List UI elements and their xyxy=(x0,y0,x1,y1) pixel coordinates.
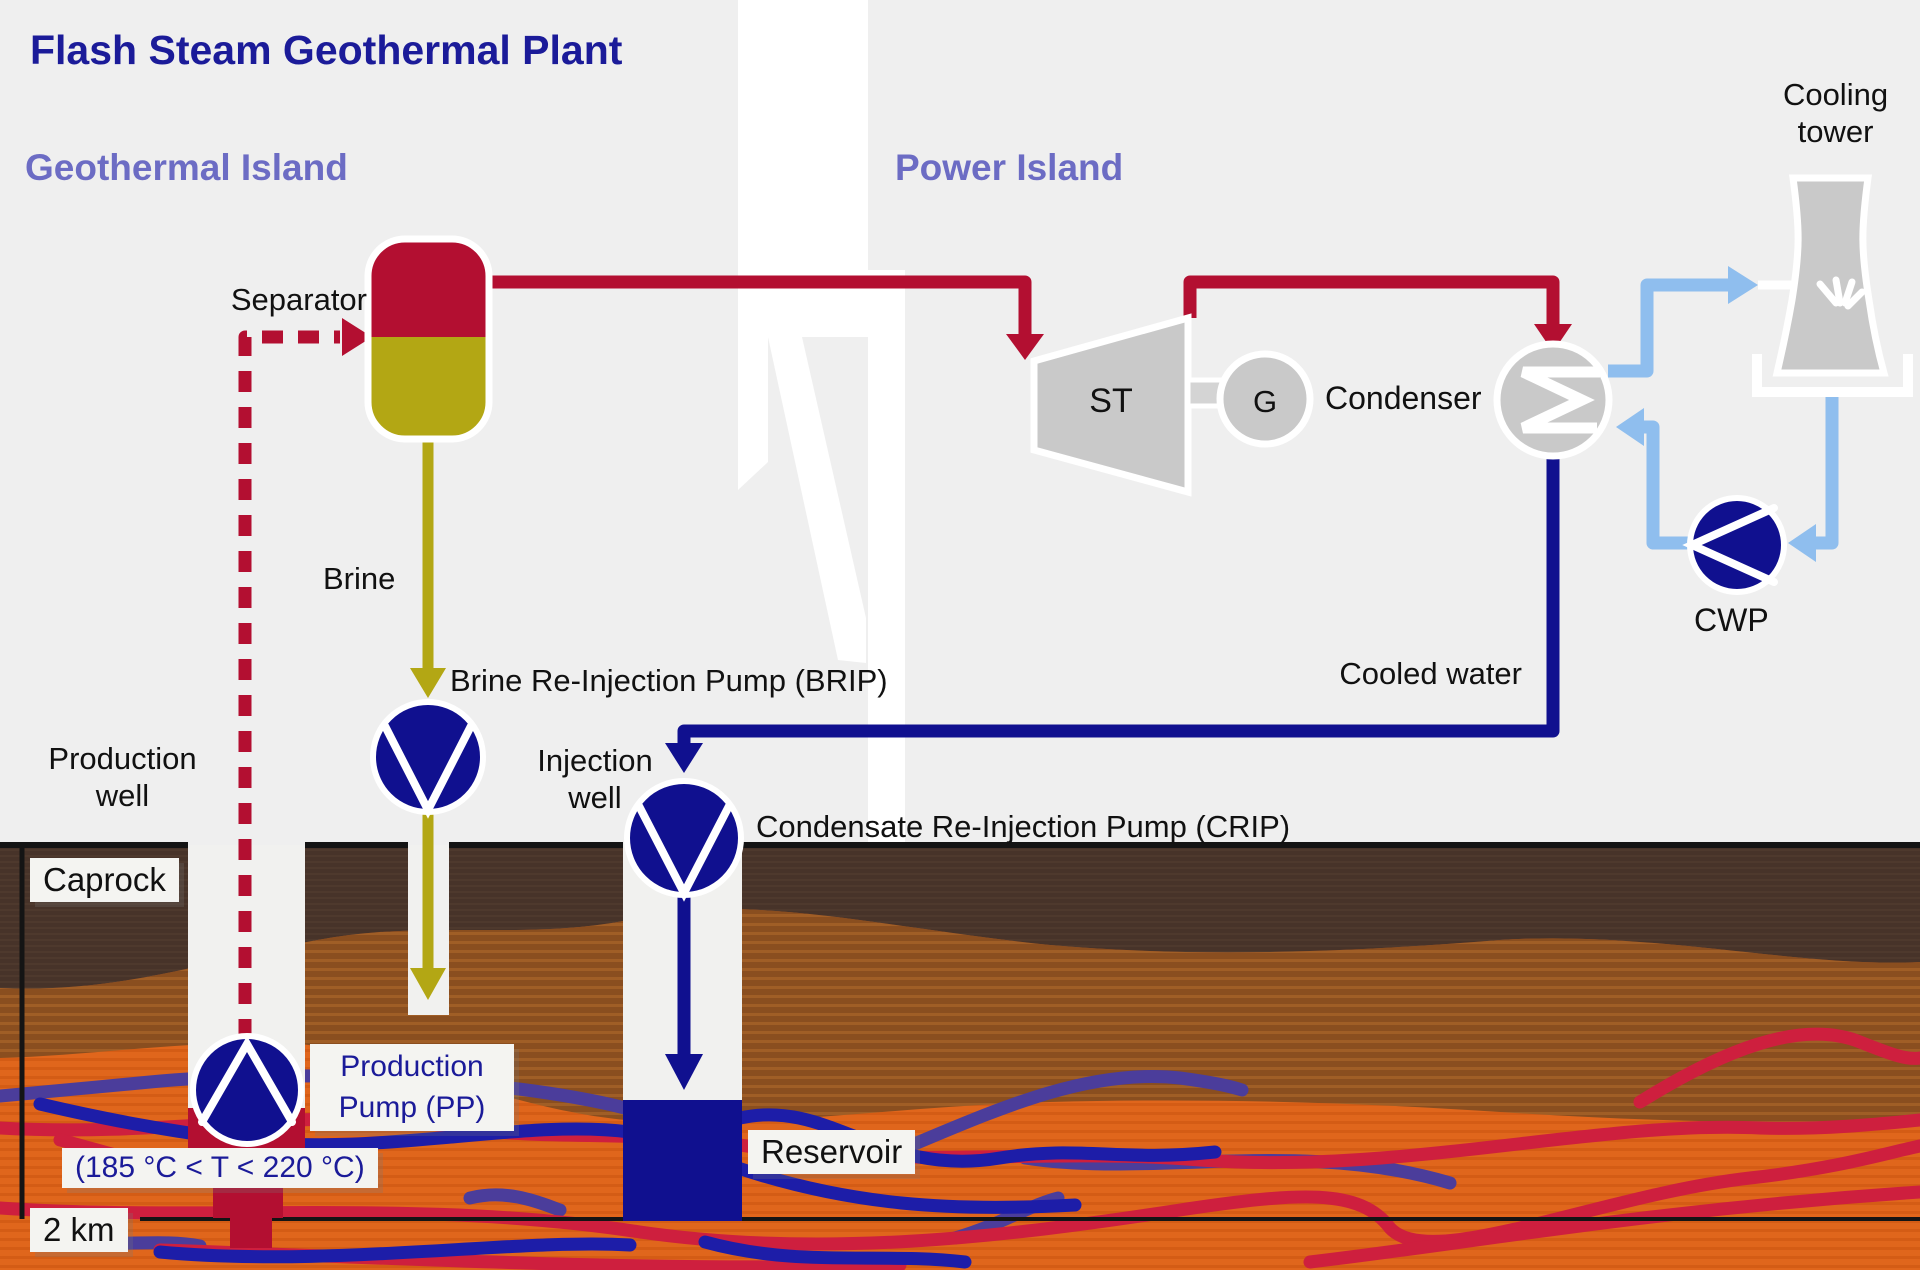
caprock-tag: Caprock xyxy=(30,858,179,902)
separator-label: Separator xyxy=(230,282,367,317)
two-phase-flow-dashed-pipe xyxy=(238,318,372,1040)
brine-reinjection-pump xyxy=(370,699,486,819)
injection-well-label: Injection well xyxy=(537,743,653,816)
reservoir-fractures xyxy=(0,1027,1920,1270)
power-island-heading: Power Island xyxy=(895,147,1124,188)
page-title: Flash Steam Geothermal Plant xyxy=(30,27,623,73)
divider-watermark xyxy=(738,0,905,845)
subsurface-layers xyxy=(0,845,1920,1270)
condenser-label: Condenser xyxy=(1325,380,1482,416)
condensate-reinjection-pump xyxy=(624,778,744,902)
separator-vessel xyxy=(364,235,493,443)
tower-basin xyxy=(1752,354,1913,397)
condenser xyxy=(1493,340,1613,460)
reservoir-block xyxy=(623,1100,742,1221)
cooling-tower-label: Cooling tower xyxy=(1782,77,1889,150)
geothermal-island-heading: Geothermal Island xyxy=(25,147,348,188)
cooled-water-label: Cooled water xyxy=(1339,656,1522,691)
injection-well-shaft xyxy=(623,845,742,1221)
caprock-layer xyxy=(0,845,1920,989)
brine-reinjection-pump-label: Brine Re-Injection Pump (BRIP) xyxy=(450,663,888,698)
depth-scale xyxy=(19,845,1920,1221)
cooling-water-pump-label: CWP xyxy=(1694,602,1769,638)
brine-label: Brine xyxy=(323,561,396,596)
generator xyxy=(1216,350,1314,448)
brine-pipe xyxy=(410,437,446,1000)
depth-scale-tag: 2 km xyxy=(30,1208,128,1252)
reservoir-tag: Reservoir xyxy=(748,1130,916,1174)
cooling-tower xyxy=(1752,174,1913,397)
generator-label: G xyxy=(1252,384,1278,419)
steam-turbine-label: ST xyxy=(1089,382,1133,420)
heat-exchanger-icon xyxy=(1520,366,1600,434)
production-pump-tag: Production Pump (PP) xyxy=(310,1044,514,1131)
production-pump xyxy=(190,1033,304,1147)
cooling-water-pump xyxy=(1682,495,1787,595)
production-well-label: Production well xyxy=(48,741,197,814)
steam-plume-icon xyxy=(1816,276,1866,310)
steam-pipe xyxy=(486,275,1572,360)
production-temperature-tag: (185 °C < T < 220 °C) xyxy=(62,1148,378,1188)
condensate-pipe xyxy=(665,455,1560,1090)
condensate-reinjection-pump-label: Condensate Re-Injection Pump (CRIP) xyxy=(756,809,1291,844)
